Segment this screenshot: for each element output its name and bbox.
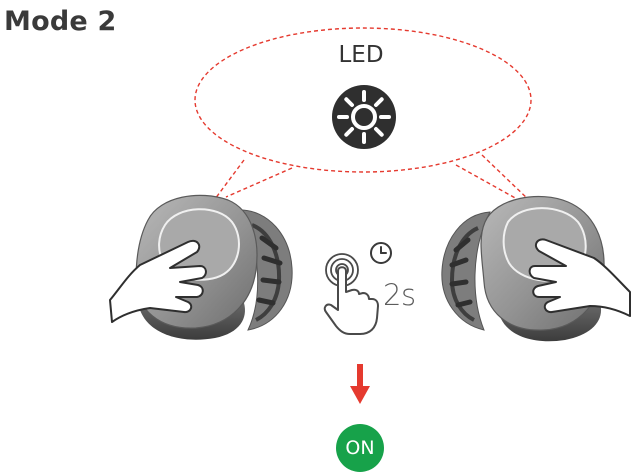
on-status-badge: ON	[336, 424, 384, 472]
left-earbud	[110, 195, 292, 339]
right-earbud	[442, 196, 630, 341]
led-light-icon	[332, 85, 396, 149]
clock-icon	[371, 243, 391, 263]
led-label: LED	[326, 42, 396, 68]
press-duration-label: 2s	[383, 279, 416, 311]
down-arrow-icon	[350, 364, 370, 404]
hand-press-icon	[325, 254, 378, 334]
